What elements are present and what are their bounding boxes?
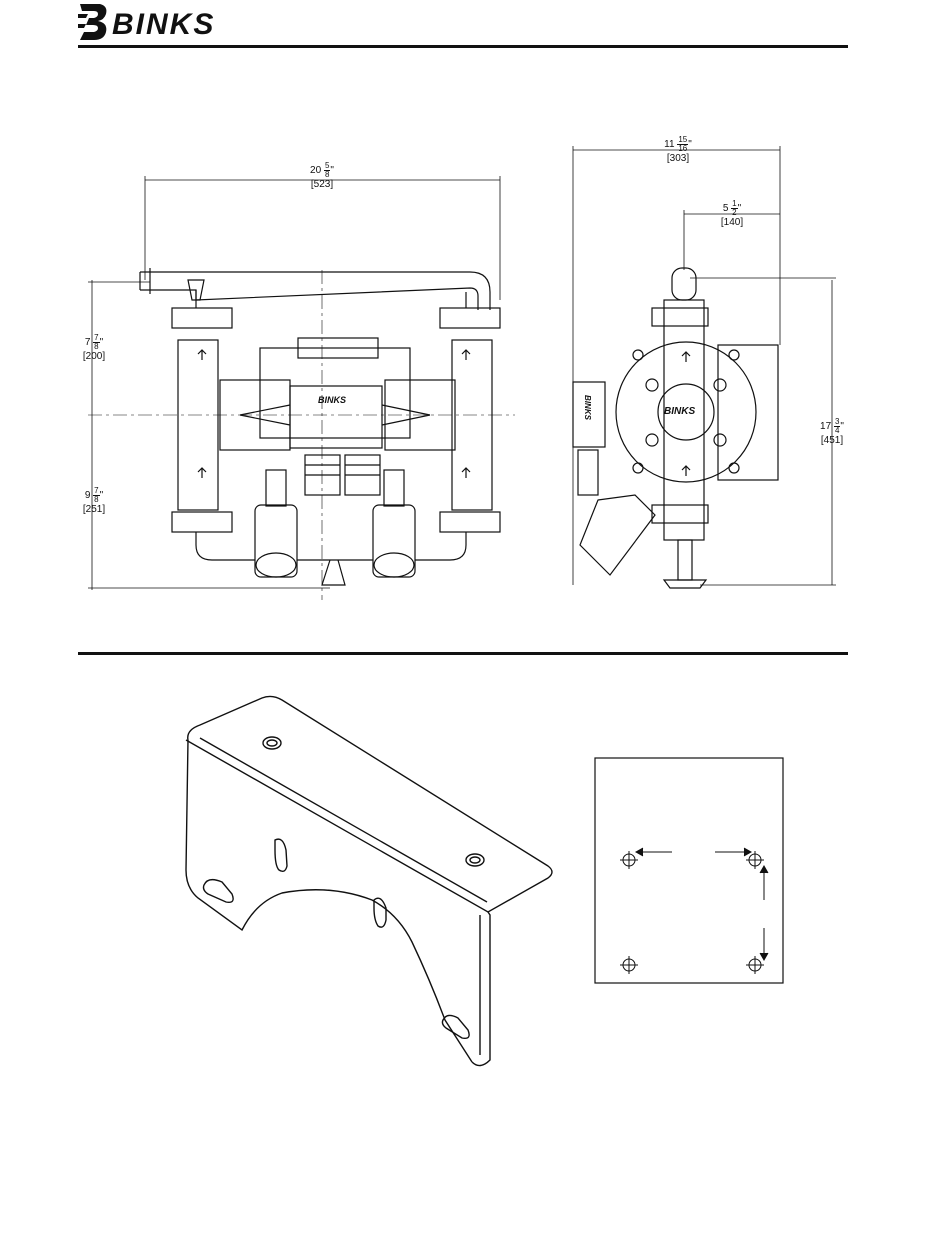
side-view <box>573 146 836 588</box>
front-view <box>88 176 515 600</box>
mounting-bracket <box>186 696 552 1065</box>
side-center-label: BINKS <box>664 406 695 417</box>
side-panel-label: BINKS <box>582 395 593 420</box>
hole-pattern-template <box>595 758 783 983</box>
front-center-label: BINKS <box>318 395 346 406</box>
